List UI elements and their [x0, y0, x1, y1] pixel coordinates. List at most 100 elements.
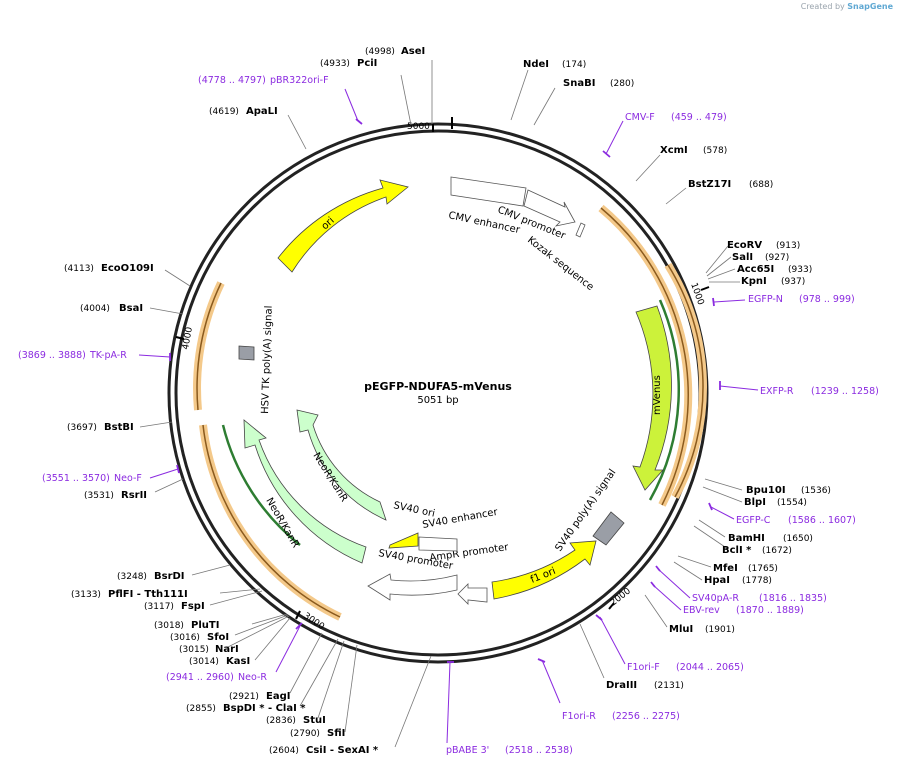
tick-mark	[175, 336, 185, 340]
feature-sv40-enhancer[interactable]	[418, 536, 458, 552]
green-orf-line	[648, 299, 680, 501]
primer-range: (1870 .. 1889)	[736, 605, 804, 616]
feature-sv40-promoter[interactable]	[367, 573, 458, 601]
green-orf-line	[221, 424, 301, 546]
site-label[interactable]: AseI	[401, 46, 425, 57]
site-pos: (2604)	[269, 746, 299, 756]
site-label[interactable]: MluI	[669, 624, 693, 635]
site-pos: (4619)	[209, 107, 239, 117]
primers: (4778 .. 4797) pBR322ori-F CMV-F (459 ..…	[18, 75, 879, 756]
tick-mark	[700, 286, 710, 291]
site-pos: (3133)	[71, 590, 101, 600]
primer-range: (2941 .. 2960)	[166, 672, 234, 683]
site-pos: (280)	[610, 79, 634, 89]
site-label[interactable]: EcoO109I	[101, 263, 154, 274]
primer-range: (1239 .. 1258)	[811, 386, 879, 397]
orf-arcs	[193, 204, 707, 621]
site-label[interactable]: MfeI	[713, 563, 738, 574]
feature-neor-kanr-outer[interactable]	[243, 419, 367, 564]
site-label[interactable]: CsiI - SexAI *	[306, 745, 379, 756]
site-label[interactable]: StuI	[303, 715, 326, 726]
feature-sv40-polya[interactable]	[592, 511, 625, 546]
tick-mark	[295, 610, 301, 620]
site-label[interactable]: BsaI	[119, 303, 143, 314]
site-pos: (3531)	[84, 491, 114, 501]
feature-ori[interactable]	[277, 179, 409, 273]
site-label[interactable]: PluTI	[191, 620, 219, 631]
site-label[interactable]: RsrII	[121, 490, 147, 501]
feature-cmv-promoter[interactable]	[523, 189, 576, 227]
site-label[interactable]: BlpI	[744, 497, 766, 508]
primer-name[interactable]: Neo-F	[114, 473, 142, 484]
feature-neor-kanr-inner[interactable]	[296, 409, 387, 521]
primer-range: (2044 .. 2065)	[676, 662, 744, 673]
site-pos: (1536)	[801, 486, 831, 496]
site-pos: (4998)	[365, 47, 395, 57]
feature-kozak[interactable]	[575, 222, 586, 238]
site-label[interactable]: EcoRV	[727, 240, 762, 251]
feature-sv40-ori[interactable]	[388, 532, 419, 549]
primer-name[interactable]: EGFP-C	[736, 515, 771, 526]
site-label[interactable]: KpnI	[741, 276, 767, 287]
site-label[interactable]: PciI	[357, 58, 377, 69]
primer-range: (3869 .. 3888)	[18, 350, 86, 361]
site-pos: (3117)	[144, 602, 174, 612]
site-label[interactable]: BspDI * - ClaI *	[223, 703, 306, 714]
site-label[interactable]: NdeI	[523, 59, 549, 70]
feature-f1-ori[interactable]	[491, 540, 597, 600]
site-label[interactable]: Bpu10I	[746, 485, 786, 496]
site-pos: (174)	[562, 60, 586, 70]
site-label[interactable]: SfoI	[207, 632, 229, 643]
site-label[interactable]: BsrDI	[154, 571, 185, 582]
site-label[interactable]: BstZ17I	[688, 179, 731, 190]
site-label[interactable]: EagI	[266, 691, 290, 702]
site-label[interactable]: BclI *	[722, 545, 752, 556]
feature-label-mvenus: mVenus	[652, 375, 663, 415]
site-leaders	[139, 60, 743, 748]
site-label[interactable]: FspI	[181, 601, 205, 612]
snapgene-logo: SnapGene	[847, 2, 893, 11]
site-pos: (578)	[703, 146, 727, 156]
feature-hsv-tk-polya[interactable]	[238, 345, 255, 361]
site-label[interactable]: HpaI	[704, 575, 730, 586]
primer-name[interactable]: Neo-R	[238, 672, 267, 683]
feature-ampr-promoter[interactable]	[457, 583, 488, 605]
site-pos: (688)	[749, 180, 773, 190]
primer-name[interactable]: pBABE 3'	[446, 745, 489, 756]
site-pos: (1650)	[783, 534, 813, 544]
site-label[interactable]: KasI	[226, 656, 250, 667]
site-label[interactable]: SnaBI	[563, 78, 595, 89]
site-pos: (2836)	[266, 716, 296, 726]
primer-name[interactable]: EXFP-R	[760, 386, 794, 397]
site-label[interactable]: ApaLI	[246, 106, 278, 117]
primer-range: (2518 .. 2538)	[505, 745, 573, 756]
feature-cmv-enhancer[interactable]	[450, 176, 527, 207]
site-pos: (2790)	[290, 729, 320, 739]
site-label[interactable]: XcmI	[660, 145, 688, 156]
primer-range: (4778 .. 4797)	[198, 75, 266, 86]
primer-range: (2256 .. 2275)	[612, 711, 680, 722]
primer-name[interactable]: F1ori-R	[562, 711, 596, 722]
site-label[interactable]: BstBI	[104, 422, 134, 433]
site-label[interactable]: PflFI - Tth111I	[108, 589, 188, 600]
credit-prefix: Created by	[800, 2, 845, 11]
site-label[interactable]: SalI	[732, 252, 753, 263]
feature-label-sv40-ori: SV40 ori	[392, 500, 435, 520]
site-label[interactable]: BamHI	[728, 533, 765, 544]
primer-name[interactable]: CMV-F	[625, 112, 655, 123]
site-label[interactable]: SfiI	[327, 728, 345, 739]
primer-name[interactable]: TK-pA-R	[89, 350, 127, 361]
feature-mvenus[interactable]	[632, 305, 672, 491]
site-label[interactable]: Acc65I	[737, 264, 774, 275]
site-pos: (927)	[765, 253, 789, 263]
primer-name[interactable]: EGFP-N	[748, 294, 783, 305]
site-pos: (3018)	[154, 621, 184, 631]
site-label[interactable]: NarI	[215, 644, 239, 655]
primer-range: (459 .. 479)	[671, 112, 727, 123]
primer-name[interactable]: EBV-rev	[683, 605, 720, 616]
primer-name[interactable]: SV40pA-R	[692, 593, 739, 604]
primer-name[interactable]: F1ori-F	[627, 662, 660, 673]
backbone-inner-ring	[174, 129, 702, 657]
site-label[interactable]: DraIII	[606, 680, 637, 691]
primer-name[interactable]: pBR322ori-F	[270, 75, 329, 86]
